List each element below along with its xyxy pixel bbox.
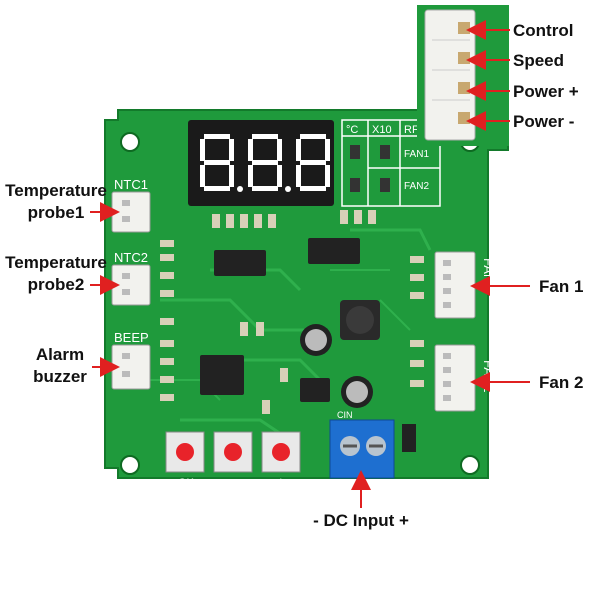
integrated-circuits [200,238,380,402]
dc-plus-label: + [398,479,406,495]
speed-label: Speed [513,51,565,70]
ntc2-label: NTC2 [114,250,148,265]
smd-components [160,210,424,414]
dc-input-label: - DC Input + [313,511,409,530]
capacitors [300,324,373,408]
push-buttons: OK - + [165,431,301,489]
fan2-label: Fan 2 [539,373,584,392]
control-label: Control [513,21,574,40]
beep-label: BEEP [114,330,149,345]
plus-button-label: + [277,474,285,489]
alarm-buzzer-label: Alarm buzzer [33,345,87,386]
minus-button-label: - [230,474,234,489]
seven-segment-display [188,120,334,206]
dc-terminal-block: CIN - + [316,410,416,495]
ok-button-label: OK [178,477,195,489]
ntc1-label: NTC1 [114,177,148,192]
temperature-probe1-label: Temperature probe1 [5,181,107,222]
celsius-label: °C [346,124,358,136]
power-plus-label: Power + [513,82,579,101]
temperature-probe2-label: Temperature probe2 [5,253,107,294]
rf-label: RF [404,124,419,136]
power-minus-label: Power - [513,112,575,131]
fan1-indicator-label: FAN1 [404,149,429,160]
cin-label: CIN [337,410,353,420]
left-connectors: NTC1 NTC2 BEEP [111,177,151,390]
dc-minus-label: - [316,479,321,495]
callout-arrows [90,20,530,508]
x10-label: X10 [372,124,392,136]
fan2-indicator-label: FAN2 [404,181,429,192]
fan2-port-label: FAN2 [481,360,496,393]
fan1-label: Fan 1 [539,277,584,296]
connector-inset [417,5,509,146]
fan-connectors: FAN1 FAN2 [434,251,496,412]
